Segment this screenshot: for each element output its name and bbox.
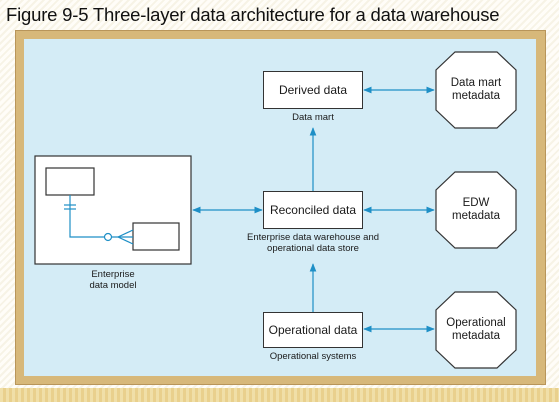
datamart-metadata-label: Data mart metadata: [436, 52, 516, 128]
operational-data-label: Operational data: [268, 323, 358, 337]
operational-metadata-line1: Operational: [446, 317, 506, 329]
datamart-metadata-line1: Data mart: [450, 77, 502, 89]
operational-metadata-line2: metadata: [452, 330, 500, 342]
bottom-decor-band: [0, 388, 559, 402]
operational-data-box: Operational data: [263, 312, 363, 348]
edw-caption: Enterprise data warehouse and operationa…: [223, 232, 403, 254]
data-mart-caption: Data mart: [292, 112, 334, 123]
enterprise-caption-line2: data model: [89, 280, 137, 291]
enterprise-model-caption: Enterprise data model: [53, 269, 173, 291]
datamart-metadata-line2: metadata: [452, 90, 500, 102]
slide-title: Figure 9-5 Three-layer data architecture…: [6, 4, 500, 25]
entity-box-bottom: [132, 222, 180, 251]
octagon-datamart-metadata: [435, 51, 517, 129]
edw-metadata-line2: metadata: [452, 210, 500, 222]
edw-metadata-label: EDW metadata: [436, 172, 516, 248]
edw-metadata-line1: EDW: [462, 197, 490, 209]
entity-box-top: [45, 167, 95, 196]
operational-systems-caption: Operational systems: [269, 351, 357, 362]
derived-data-box: Derived data: [263, 71, 363, 109]
octagon-operational-metadata: [435, 291, 517, 369]
derived-data-label: Derived data: [278, 83, 348, 97]
operational-metadata-label: Operational metadata: [436, 292, 516, 368]
reconciled-data-box: Reconciled data: [263, 191, 363, 229]
edw-caption-line1: Enterprise data warehouse and: [246, 232, 380, 243]
reconciled-data-label: Reconciled data: [269, 203, 357, 217]
octagon-edw-metadata: [435, 171, 517, 249]
enterprise-caption-line1: Enterprise: [91, 269, 135, 280]
edw-caption-line2: operational data store: [267, 243, 359, 254]
